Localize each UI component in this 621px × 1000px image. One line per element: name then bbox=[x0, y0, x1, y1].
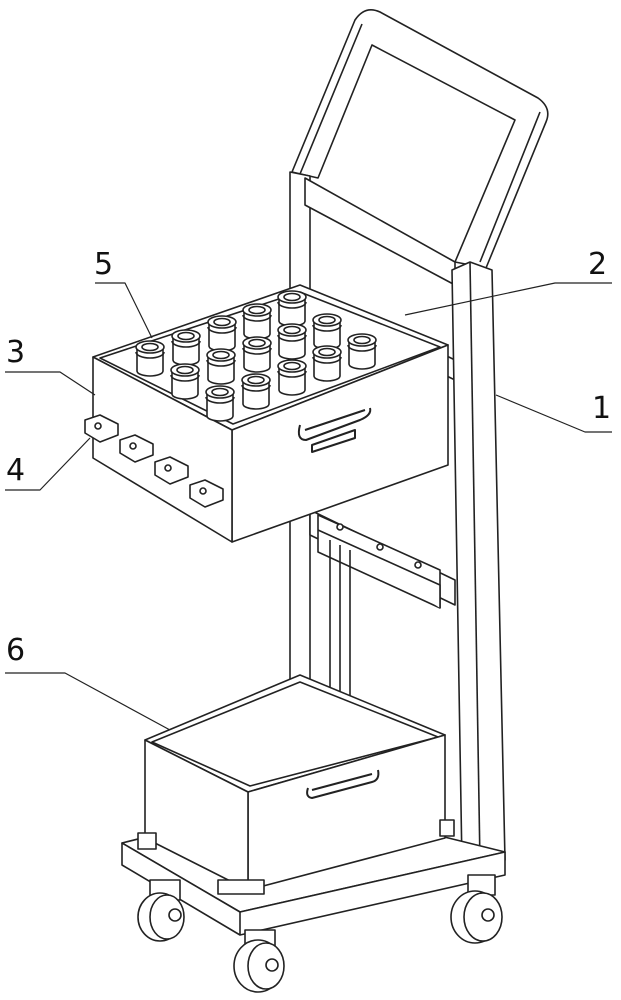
leader-lines bbox=[5, 282, 612, 731]
label-2: 2 bbox=[588, 247, 608, 282]
cup bbox=[277, 359, 307, 396]
handle-frame bbox=[291, 9, 549, 269]
cup bbox=[312, 345, 342, 382]
cup bbox=[277, 290, 307, 327]
mounting-rail bbox=[317, 514, 441, 609]
cup bbox=[242, 336, 272, 373]
cup bbox=[206, 348, 236, 385]
side-brackets bbox=[84, 414, 224, 508]
cup bbox=[135, 340, 165, 377]
label-1: 1 bbox=[592, 391, 612, 426]
label-6: 6 bbox=[6, 633, 26, 668]
label-3: 3 bbox=[6, 335, 26, 370]
label-4: 4 bbox=[6, 453, 26, 488]
cup bbox=[205, 385, 235, 422]
bottom-box bbox=[137, 674, 455, 895]
tool-cups bbox=[135, 290, 377, 422]
cup bbox=[277, 323, 307, 360]
cup bbox=[241, 373, 271, 410]
wheels bbox=[137, 874, 503, 993]
cup bbox=[242, 303, 272, 340]
label-5: 5 bbox=[94, 247, 114, 282]
right-post bbox=[451, 261, 506, 866]
cup bbox=[207, 315, 237, 352]
cup bbox=[171, 329, 201, 366]
cup bbox=[347, 333, 377, 370]
cup bbox=[170, 363, 200, 400]
cup bbox=[312, 313, 342, 350]
upper-crossbar bbox=[304, 177, 456, 286]
